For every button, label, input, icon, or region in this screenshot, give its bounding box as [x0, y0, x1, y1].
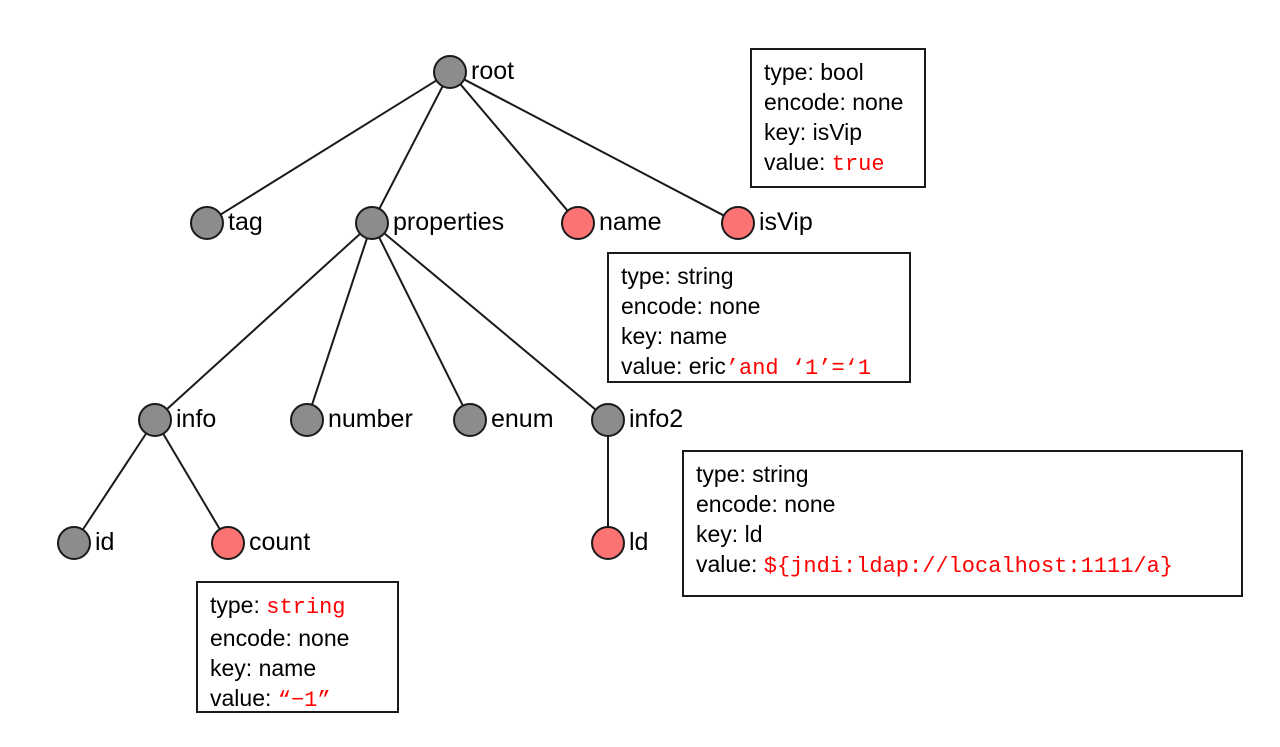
info-line-value: none [298, 625, 350, 651]
tree-node-label-properties: properties [393, 208, 505, 236]
tree-node-number[interactable] [290, 403, 324, 437]
info-line-value: ${jndi:ldap://localhost:1111/a} [763, 554, 1174, 579]
tree-node-label-info: info [176, 405, 217, 433]
tree-node-label-isVip: isVip [759, 208, 813, 236]
info-line-value: none [709, 293, 761, 319]
tree-node-tag[interactable] [190, 206, 224, 240]
info-line-value: name [669, 323, 728, 349]
info-line-label: key: [210, 655, 259, 681]
info-line-value: string [266, 595, 346, 620]
tree-node-label-tag: tag [228, 208, 263, 236]
info-line-label: encode: [210, 625, 299, 651]
tree-node-name[interactable] [561, 206, 595, 240]
info-line: value: “−1” [210, 683, 387, 716]
info-line-value: string [677, 263, 734, 289]
tree-node-ld[interactable] [591, 526, 625, 560]
tree-edge-info-to-count [162, 433, 221, 530]
info-line-label: key: [696, 521, 745, 547]
info-line: key: name [621, 321, 899, 351]
info-line-label: type: [210, 592, 267, 618]
tree-edge-info-to-id [81, 432, 148, 531]
info-line-label: type: [764, 59, 821, 85]
info-line-value: true [831, 152, 885, 177]
tree-edge-properties-to-info2 [383, 232, 597, 411]
info-line-label: key: [764, 119, 813, 145]
info-line-value: string [752, 461, 809, 487]
info-line-label: value: [696, 551, 764, 577]
tree-edge-root-to-name [459, 83, 569, 212]
info-line-label: value: [764, 149, 832, 175]
tree-node-root[interactable] [433, 55, 467, 89]
tree-node-label-count: count [249, 528, 311, 556]
info-line: value: true [764, 147, 914, 180]
tree-node-count[interactable] [211, 526, 245, 560]
info-line-label: encode: [621, 293, 710, 319]
info-line-label: type: [621, 263, 678, 289]
tree-node-label-name: name [599, 208, 662, 236]
tree-node-info2[interactable] [591, 403, 625, 437]
tree-edge-root-to-properties [378, 85, 444, 210]
tree-edge-root-to-isVip [463, 78, 725, 217]
info-line-label: value: eric [621, 353, 726, 379]
tree-node-label-ld: ld [629, 528, 649, 556]
info-line-value: isVip [812, 119, 863, 145]
tree-node-enum[interactable] [453, 403, 487, 437]
info-line-value: ld [744, 521, 763, 547]
info-line: encode: none [621, 291, 899, 321]
info-line: encode: none [764, 87, 914, 117]
info-line: key: isVip [764, 117, 914, 147]
tree-edge-root-to-tag [220, 79, 437, 216]
info-line-value: none [852, 89, 904, 115]
info-line-label: key: [621, 323, 670, 349]
info-line: encode: none [210, 623, 387, 653]
info-line-label: encode: [764, 89, 853, 115]
info-line-value: name [258, 655, 317, 681]
info-line-value: “−1” [277, 688, 331, 713]
info-line: type: string [696, 459, 1231, 489]
tree-node-properties[interactable] [355, 206, 389, 240]
tree-node-label-enum: enum [491, 405, 554, 433]
info-line-label: value: [210, 685, 278, 711]
tree-node-label-info2: info2 [629, 405, 684, 433]
info-line-value: ’and ‘1’=‘1 [725, 356, 872, 381]
tree-node-id[interactable] [57, 526, 91, 560]
info-line-value: none [784, 491, 836, 517]
info-line-label: encode: [696, 491, 785, 517]
info-line: type: bool [764, 57, 914, 87]
tree-node-info[interactable] [138, 403, 172, 437]
tree-edge-properties-to-info [166, 233, 361, 410]
tree-node-label-id: id [95, 528, 115, 556]
info-line: key: name [210, 653, 387, 683]
info-line: type: string [621, 261, 899, 291]
info-line: key: ld [696, 519, 1231, 549]
info-line: encode: none [696, 489, 1231, 519]
tree-node-label-number: number [328, 405, 413, 433]
tree-node-label-root: root [471, 57, 515, 85]
info-line: value: ${jndi:ldap://localhost:1111/a} [696, 549, 1231, 582]
info-line: value: eric’and ‘1’=‘1 [621, 351, 899, 384]
info-line-value: bool [820, 59, 864, 85]
tree-edge-properties-to-number [311, 237, 368, 406]
info-line: type: string [210, 590, 387, 623]
tree-node-isVip[interactable] [721, 206, 755, 240]
tree-edge-properties-to-enum [378, 236, 464, 407]
info-line-label: type: [696, 461, 753, 487]
